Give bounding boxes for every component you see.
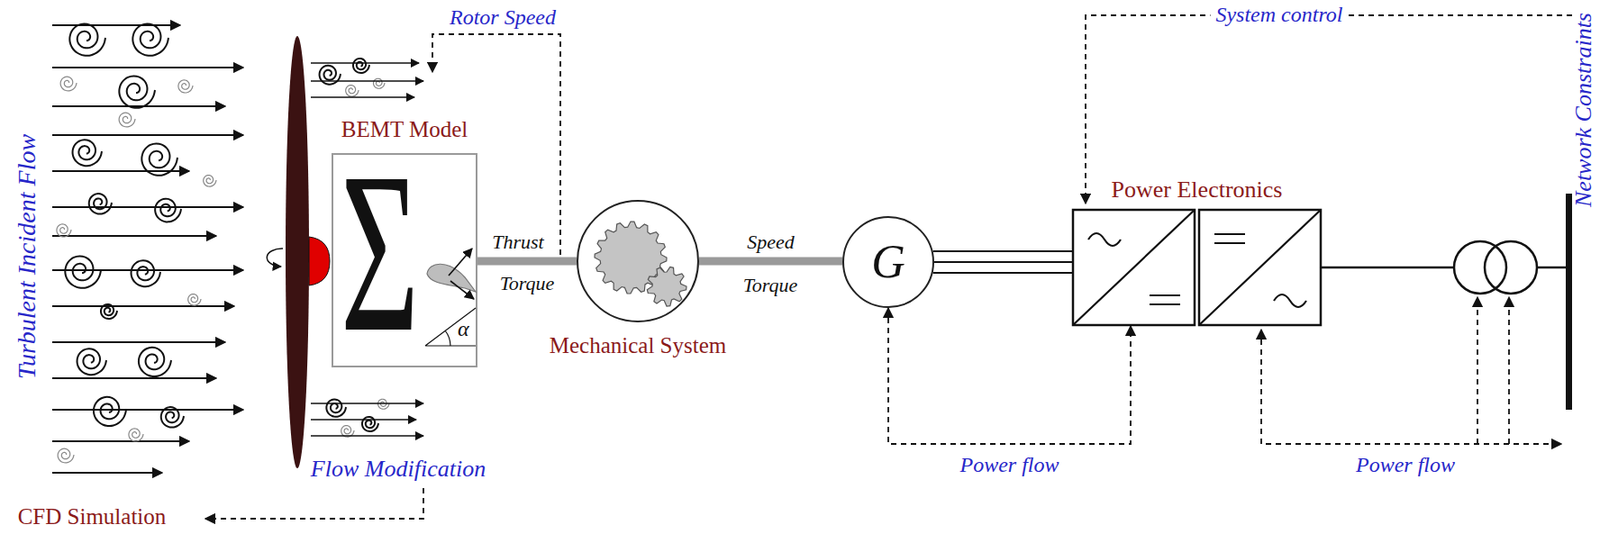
eddy	[93, 397, 127, 427]
wake-arrow	[310, 96, 415, 99]
eddy	[353, 58, 370, 73]
small-eddy	[128, 428, 144, 442]
sum-symbol: Σ	[340, 136, 419, 367]
wake-arrow	[310, 80, 424, 82]
generator-circle: G	[842, 216, 935, 309]
eddy	[138, 347, 172, 377]
flow-arrow	[52, 409, 244, 411]
signal-label: Flow Modification	[310, 455, 486, 483]
drag-arrow	[450, 281, 474, 300]
grid-label: Network Constraints	[1570, 12, 1598, 208]
converter-symbols	[1072, 209, 1321, 326]
eddy	[118, 75, 155, 108]
bemt-box: BEMT ModelΣα	[331, 153, 478, 368]
signal-label: Rotor Speed	[449, 5, 556, 31]
dc-ac-output-wire	[1321, 266, 1455, 270]
small-eddy	[57, 448, 74, 464]
cfd-feedback-line	[205, 488, 424, 519]
transformer-flow-line	[1508, 297, 1510, 445]
rotor-hub	[309, 236, 330, 286]
three-phase-wires	[933, 251, 1073, 273]
flow-arrow	[52, 472, 163, 474]
wake-arrow	[310, 402, 424, 405]
eddy	[100, 304, 118, 319]
transformer-flow-line	[1476, 297, 1479, 445]
shaft-quantity: Speed	[746, 230, 795, 254]
angle-of-attack: α	[457, 317, 470, 343]
eddy	[131, 260, 161, 287]
wake-arrow	[310, 62, 419, 64]
small-eddy	[203, 175, 217, 188]
airfoil	[427, 263, 476, 292]
small-eddy	[188, 294, 201, 307]
small-eddy	[373, 78, 385, 89]
grid-connection	[1321, 241, 1566, 294]
eddy	[154, 199, 182, 223]
eddy	[161, 407, 184, 428]
transformer-winding	[1484, 241, 1537, 294]
node-artwork	[1072, 209, 1322, 327]
shaft-quantity: Torque	[500, 272, 555, 295]
gearbox-heading: Mechanical System	[549, 333, 727, 360]
shaft-quantity: Torque	[743, 273, 799, 297]
drive-shaft	[477, 257, 577, 266]
transformer-winding	[1454, 241, 1507, 294]
grid-power-flow-line	[1261, 329, 1562, 445]
flow-arrow	[52, 24, 181, 27]
node-artwork	[578, 201, 701, 325]
signal-label: Power flow	[959, 453, 1059, 479]
small-eddy	[178, 80, 193, 93]
flow-arrow	[52, 305, 235, 308]
converter-pair: Power Electronics	[1072, 209, 1322, 327]
small-eddy	[118, 112, 136, 128]
eddy	[72, 139, 102, 166]
grid-wire	[1536, 266, 1566, 270]
block-label: CFD Simulation	[18, 504, 167, 531]
flow-arrow	[52, 440, 190, 443]
eddy	[132, 23, 169, 55]
flow-arrow	[52, 134, 244, 137]
flow-label: Turbulent Incident Flow	[12, 134, 42, 380]
eddy	[141, 143, 178, 175]
rotation-symbol	[266, 248, 283, 267]
eddy	[326, 400, 346, 418]
turbulent-flow	[52, 23, 424, 473]
angle-lines	[425, 308, 476, 346]
flow-arrow	[52, 341, 226, 344]
small-eddy	[56, 224, 72, 237]
generator-symbol: G	[871, 235, 906, 290]
wake-arrow	[310, 418, 417, 421]
lift-arrow	[448, 248, 473, 276]
rotor-blade	[285, 36, 310, 469]
converter-heading: Power Electronics	[1111, 176, 1283, 204]
grid-bus-bar	[1565, 193, 1573, 410]
small-eddy	[345, 85, 359, 98]
power-flow-line	[888, 308, 1131, 445]
signal-label: System control	[1209, 2, 1348, 28]
gearbox-circle: Mechanical System	[576, 200, 700, 323]
wake-arrow	[310, 435, 424, 437]
flow-arrow	[52, 377, 217, 380]
small-gear	[646, 266, 687, 307]
small-eddy	[60, 76, 77, 91]
flow-arrow	[52, 235, 217, 237]
drive-shaft	[699, 257, 843, 266]
eddy	[77, 348, 107, 375]
signal-label: Power flow	[1355, 453, 1455, 479]
eddy	[69, 23, 106, 55]
eddy	[64, 255, 101, 288]
flow-arrow	[52, 66, 244, 69]
small-eddy	[341, 426, 355, 438]
shaft-quantity: Thrust	[491, 230, 544, 254]
eddy	[89, 193, 112, 214]
flow-arrow	[52, 206, 244, 209]
system-control-line	[1085, 15, 1573, 204]
control-lines	[205, 15, 1573, 519]
